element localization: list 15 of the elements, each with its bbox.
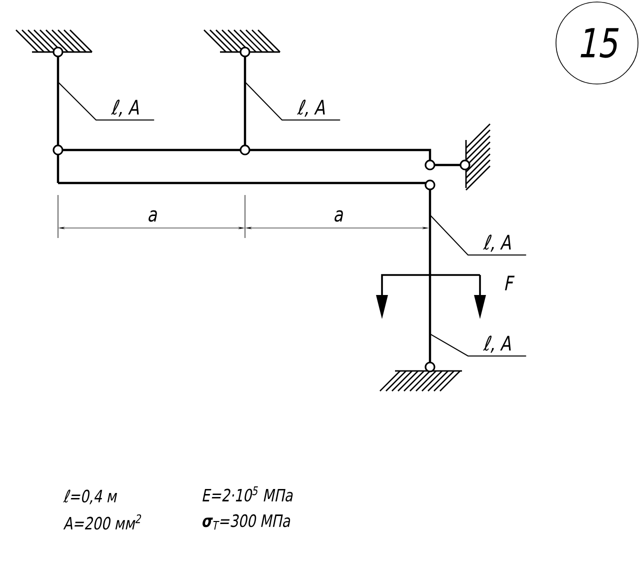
dimension-label: a <box>334 210 343 222</box>
given-value: E=2·10$^{5}$ МПа <box>202 486 293 502</box>
leader-line <box>430 214 527 256</box>
given-value: ℓ=0,4 м <box>63 490 118 504</box>
force-label: F <box>504 276 515 290</box>
dimension-label: a <box>148 210 157 222</box>
given-value: A=200 мм$^{2}$ <box>63 514 142 530</box>
leader-line <box>58 82 155 120</box>
given-value: σ$_{T}$=300 МПа <box>202 514 290 530</box>
leader-text: ℓ, A <box>482 336 511 353</box>
leader-text: ℓ, A <box>296 100 325 117</box>
leader-text: ℓ, A <box>110 100 139 117</box>
leader-line <box>430 333 527 356</box>
leader-text: ℓ, A <box>482 234 511 252</box>
leader-line <box>244 82 341 120</box>
